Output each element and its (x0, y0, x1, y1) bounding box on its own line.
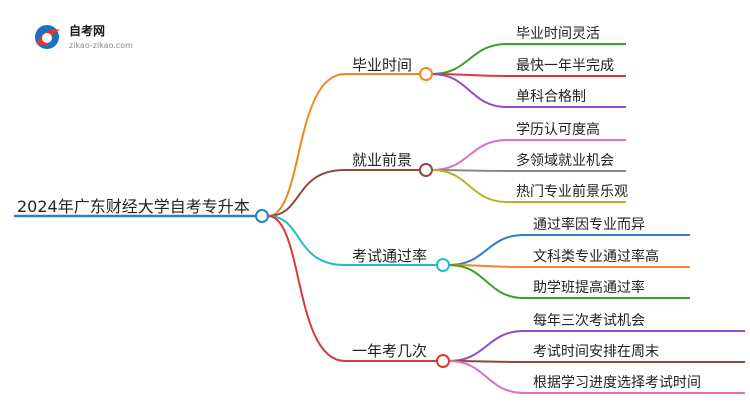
logo-title: 自考网 (69, 23, 105, 38)
leaf-connector (448, 360, 525, 394)
site-logo[interactable]: 自考网 zikao-zikao.com (35, 23, 133, 50)
leaf-connector (431, 139, 508, 171)
branch-connector (267, 215, 346, 266)
leaf-hot-majors-outlook: 热门专业前景乐观 (516, 183, 628, 200)
leaf-fastest-completion: 最快一年半完成 (516, 58, 614, 74)
leaf-multi-field-jobs: 多领域就业机会 (516, 152, 614, 169)
branch-node[interactable] (419, 163, 433, 177)
logo-url: zikao-zikao.com (69, 41, 133, 50)
leaf-degree-recognition: 学历认可度高 (516, 121, 600, 138)
branch-connector (267, 169, 346, 217)
leaf-connector (448, 234, 525, 266)
leaf-weekend-exams: 考试时间安排在周末 (533, 344, 659, 360)
branch-connector (267, 215, 346, 362)
leaf-pass-rate-varies: 通过率因专业而异 (533, 216, 645, 233)
connector-lines (267, 43, 745, 394)
leaf-connector (431, 43, 508, 75)
leaf-choose-exam-time: 根据学习进度选择考试时间 (533, 375, 701, 391)
branch-connector (267, 73, 346, 217)
root-node[interactable] (255, 209, 269, 223)
branch-employment-prospects: 就业前景 (352, 151, 412, 169)
leaf-tutoring-class: 助学班提高通过率 (533, 279, 645, 296)
leaf-three-exams-yearly: 每年三次考试机会 (533, 313, 645, 329)
leaf-connector (431, 169, 508, 203)
leaf-liberal-arts-high-pass: 文科类专业通过率高 (533, 248, 659, 265)
branch-node[interactable] (419, 67, 433, 81)
branch-pass-rate: 考试通过率 (352, 247, 427, 265)
branch-graduation-time: 毕业时间 (352, 56, 412, 74)
leaf-single-subject-pass: 单科合格制 (516, 89, 586, 105)
leaf-connector (448, 264, 525, 299)
logo-icon (35, 25, 60, 49)
root-topic-label: 2024年广东财经大学自考专升本 (17, 197, 250, 216)
branch-node[interactable] (436, 258, 450, 272)
leaf-flexible-graduation: 毕业时间灵活 (516, 26, 600, 42)
branch-nodes (419, 67, 450, 368)
branch-exams-per-year: 一年考几次 (352, 342, 427, 360)
leaf-connector (431, 73, 508, 108)
leaf-connector (448, 330, 525, 362)
branch-node[interactable] (436, 354, 450, 368)
